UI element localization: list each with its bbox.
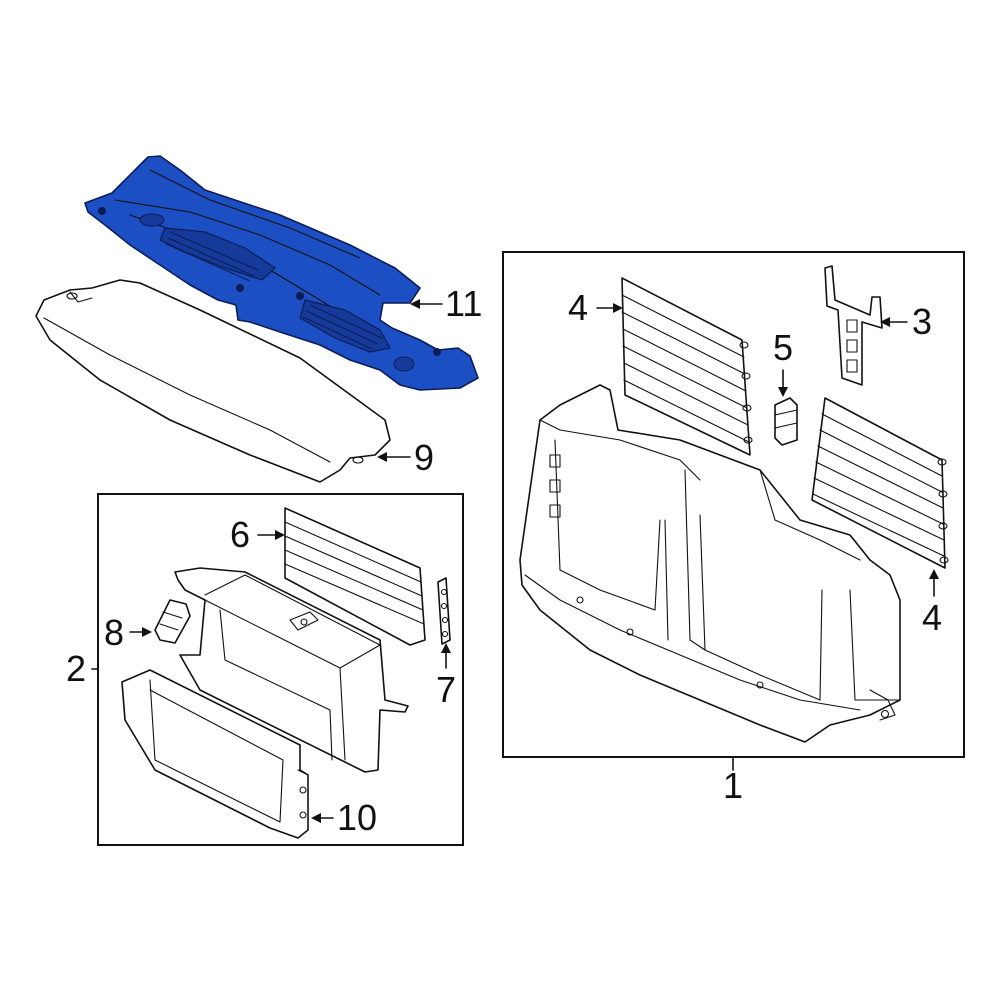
part-9-shield[interactable]	[35, 279, 391, 483]
part-7-strip[interactable]	[437, 577, 451, 645]
part-2-frame[interactable]	[174, 567, 409, 773]
part-4-upper-shutter[interactable]	[621, 277, 753, 456]
part-10-lower-frame[interactable]	[121, 669, 309, 839]
callout-5: 5	[773, 327, 793, 368]
part-5-actuator[interactable]	[774, 397, 798, 446]
callout-4-lower: 4	[922, 597, 942, 638]
callout-7: 7	[436, 669, 456, 710]
part-1-shutter-housing[interactable]	[519, 384, 901, 743]
part-8-motor[interactable]	[154, 599, 191, 644]
part-6-shutter[interactable]	[284, 507, 426, 646]
callout-8: 8	[104, 612, 124, 653]
assembly-1-frame	[502, 251, 965, 758]
part-3-bracket[interactable]	[824, 265, 883, 386]
callout-3: 3	[912, 301, 932, 342]
callout-9: 9	[414, 437, 434, 478]
callout-10: 10	[337, 797, 377, 838]
part-4-lower-shutter[interactable]	[811, 397, 949, 569]
callout-11: 11	[445, 283, 482, 324]
callout-4-upper: 4	[568, 287, 588, 328]
leader-lines	[91, 299, 939, 823]
callout-1: 1	[723, 765, 743, 806]
callout-6: 6	[230, 514, 250, 555]
callout-labels: 11 9 3 4 5 4 1 6 7 8 2 10	[66, 283, 942, 838]
callout-2: 2	[66, 648, 86, 689]
part-11-air-deflector[interactable]	[84, 155, 479, 391]
